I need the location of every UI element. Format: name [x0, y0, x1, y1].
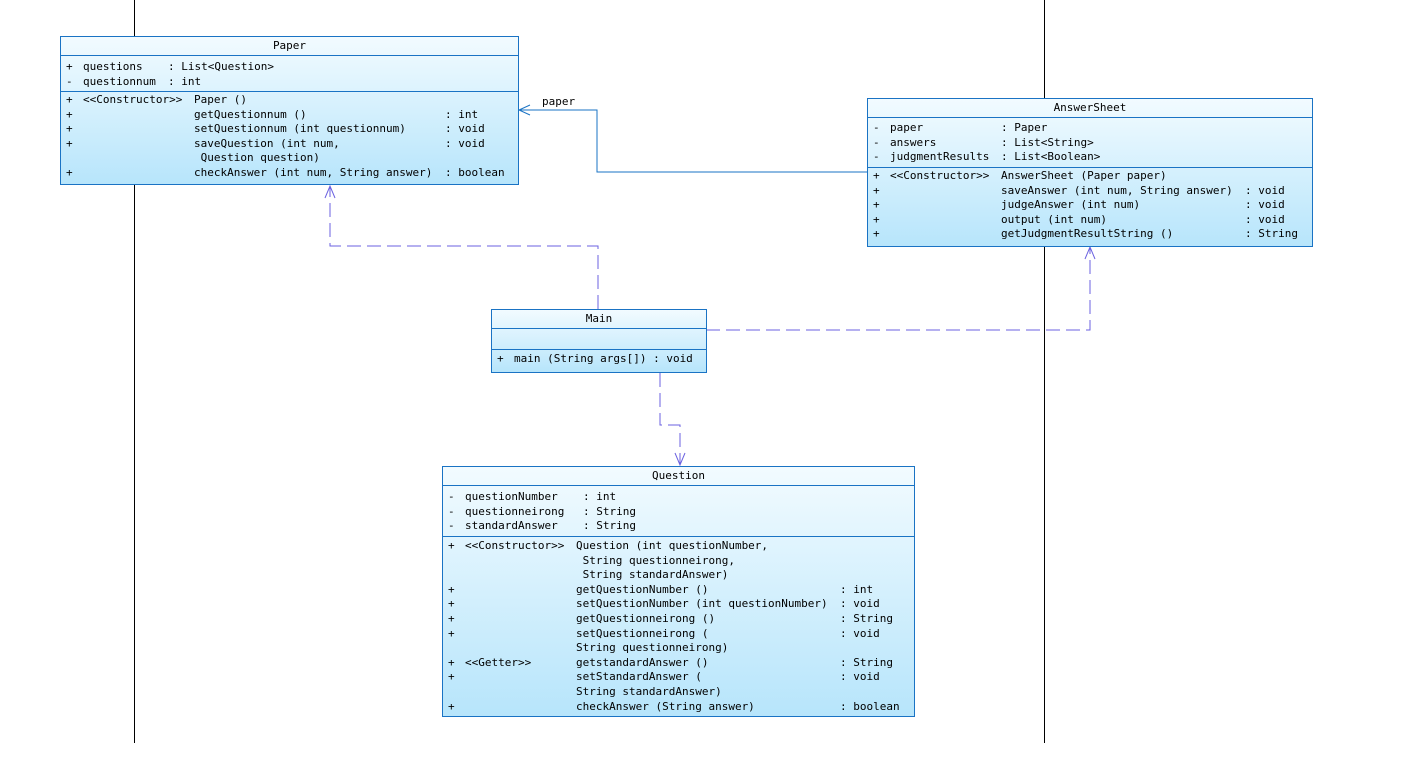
attributes-section — [492, 329, 706, 350]
attribute-row: - judgmentResults : List<Boolean> — [873, 150, 1101, 164]
attribute-row: - questionNumber : int — [448, 490, 617, 503]
operation-row: + saveAnswer (int num, String answer) : … — [873, 183, 1285, 197]
class-title: Paper — [61, 37, 518, 56]
operation-row: + checkAnswer (String answer) : boolean — [448, 699, 900, 713]
operation-row: + <<Getter>> getstandardAnswer () : Stri… — [448, 655, 893, 669]
operation-row: Question question) — [194, 151, 320, 165]
class-paper[interactable]: Paper + questions : List<Question> - que… — [60, 36, 519, 185]
association-role-label: paper — [542, 95, 576, 108]
attribute-row: - paper : Paper — [873, 121, 1048, 134]
attribute-row: - questionnum : int — [66, 74, 202, 88]
operation-row: String questionneirong, — [576, 553, 735, 567]
operation-row: + getJudgmentResultString () : String — [873, 227, 1298, 241]
association-answersheet-paper — [519, 109, 867, 173]
operations-section: + main (String args[]) : void — [492, 350, 706, 367]
attribute-row: - answers : List<String> — [873, 135, 1094, 149]
attribute-row: - standardAnswer : String — [448, 519, 636, 533]
operation-row: + setQuestionNumber (int questionNumber)… — [448, 597, 880, 611]
dependency-main-question — [659, 373, 681, 465]
operation-row: + setQuestionnum (int questionnum) : voi… — [66, 122, 485, 136]
dependency-arrowhead-answersheet — [1084, 245, 1096, 260]
operation-row: String questionneirong) — [576, 641, 729, 655]
operation-row: + getQuestionnum () : int — [66, 107, 479, 121]
class-main[interactable]: Main + main (String args[]) : void — [491, 309, 707, 373]
attributes-section: - paper : Paper - answers : List<String>… — [868, 118, 1312, 168]
operations-section: + <<Constructor>> AnswerSheet (Paper pap… — [868, 168, 1312, 242]
operation-row: + judgeAnswer (int num) : void — [873, 198, 1285, 212]
attributes-section: + questions : List<Question> - questionn… — [61, 56, 518, 92]
operation-row: + saveQuestion (int num, : void — [66, 136, 485, 150]
swimlane-divider-right — [1044, 0, 1045, 743]
class-title: AnswerSheet — [868, 99, 1312, 118]
operation-row: + setStandardAnswer ( : void — [448, 670, 880, 684]
operation-row: String standardAnswer) — [576, 684, 722, 698]
dependency-arrowhead-question — [674, 452, 686, 467]
operation-row: + <<Constructor>> Paper () — [66, 93, 247, 106]
swimlane-divider-left — [134, 0, 135, 743]
operation-row: String standardAnswer) — [576, 568, 729, 582]
operation-row: + getQuestionneirong () : String — [448, 611, 893, 625]
attributes-section: - questionNumber : int - questionneirong… — [443, 486, 914, 537]
relationship-lines — [324, 104, 1096, 467]
operation-row: + checkAnswer (int num, String answer) :… — [66, 165, 505, 179]
class-question[interactable]: Question - questionNumber : int - questi… — [442, 466, 915, 717]
operation-row: + output (int num) : void — [873, 212, 1285, 226]
operation-row: + <<Constructor>> Question (int question… — [448, 539, 769, 552]
dependency-main-answersheet — [706, 247, 1091, 331]
dependency-arrowhead-paper — [324, 184, 336, 199]
operation-row: + <<Constructor>> AnswerSheet (Paper pap… — [873, 169, 1167, 182]
attribute-row: + questions : List<Question> — [66, 60, 274, 73]
class-title: Main — [492, 310, 706, 329]
class-answersheet[interactable]: AnswerSheet - paper : Paper - answers : … — [867, 98, 1313, 247]
association-arrowhead — [517, 104, 531, 116]
class-title: Question — [443, 467, 914, 486]
operation-row: + main (String args[]) : void — [497, 352, 693, 365]
operation-row: + getQuestionNumber () : int — [448, 582, 874, 596]
attribute-row: - questionneirong : String — [448, 504, 636, 518]
operations-section: + <<Constructor>> Paper () + getQuestion… — [61, 92, 518, 181]
operation-row: + setQuestionneirong ( : void — [448, 626, 880, 640]
dependency-main-paper — [329, 186, 599, 309]
operations-section: + <<Constructor>> Question (int question… — [443, 537, 914, 714]
